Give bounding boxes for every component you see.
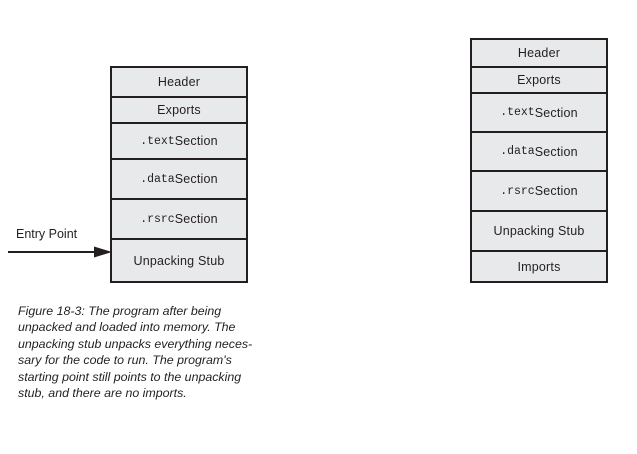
layout-row-label: Unpacking Stub <box>133 253 225 268</box>
figure-caption-18-3: Figure 18-3: The program after being unp… <box>18 303 308 401</box>
layout-row-header[interactable]: Header <box>472 40 606 68</box>
layout-row-label-suffix: Section <box>174 134 218 148</box>
layout-row-exports[interactable]: Exports <box>472 68 606 94</box>
layout-row-label-mono: .text <box>140 134 175 148</box>
layout-row-text-section[interactable]: .text Section <box>472 94 606 133</box>
layout-row-label-mono: .rsrc <box>140 212 175 226</box>
layout-row-label: Exports <box>517 73 561 87</box>
layout-row-label-suffix: Section <box>174 212 218 226</box>
right-arrow-icon <box>8 246 112 257</box>
layout-row-label: Header <box>517 46 561 60</box>
layout-row-imports[interactable]: Imports <box>472 252 606 281</box>
layout-row-data-section[interactable]: .data Section <box>472 133 606 172</box>
layout-row-unpacking-stub[interactable]: Unpacking Stub <box>472 212 606 252</box>
caption-line: sary for the code to run. The program's <box>18 353 232 368</box>
layout-row-label-suffix: Section <box>534 144 578 159</box>
figure-18-4: Entry Point Header Exports .text Section… <box>340 0 637 454</box>
layout-row-label: Header <box>157 75 201 89</box>
caption-line: Figure 18-3: The program after being <box>18 304 222 318</box>
layout-row-label-suffix: Section <box>174 172 218 186</box>
layout-row-text-section[interactable]: .text Section <box>112 124 246 160</box>
layout-row-label-suffix: Section <box>534 184 578 198</box>
caption-line: stub, and there are no imports. <box>18 386 187 401</box>
entry-point-label: Entry Point <box>16 227 78 241</box>
layout-row-label: Unpacking Stub <box>493 224 585 238</box>
figure-18-3: Entry Point Header Exports .text Section… <box>8 66 308 401</box>
layout-row-label-mono: .rsrc <box>500 184 535 198</box>
entry-point-annotation-left: Entry Point <box>8 228 114 264</box>
layout-row-exports[interactable]: Exports <box>112 98 246 124</box>
layout-row-data-section[interactable]: .data Section <box>112 160 246 200</box>
layout-row-label-mono: .text <box>500 106 535 119</box>
layout-row-label: Imports <box>517 259 561 274</box>
layout-row-label-mono: .data <box>140 172 175 186</box>
layout-row-label-mono: .data <box>500 145 535 158</box>
memory-layout-table-right: Header Exports .text Section .data Secti… <box>470 38 608 283</box>
memory-layout-table-left: Header Exports .text Section .data Secti… <box>110 66 248 283</box>
layout-row-rsrc-section[interactable]: .rsrc Section <box>112 200 246 240</box>
caption-line: unpacking stub unpacks everything neces- <box>18 336 253 351</box>
layout-row-unpacking-stub[interactable]: Unpacking Stub <box>112 240 246 281</box>
layout-row-label-suffix: Section <box>534 105 578 120</box>
layout-row-header[interactable]: Header <box>112 68 246 98</box>
caption-line: starting point still points to the unpac… <box>18 369 242 384</box>
caption-line: unpacked and loaded into memory. The <box>18 320 236 335</box>
layout-row-label: Exports <box>157 103 201 117</box>
layout-row-rsrc-section[interactable]: .rsrc Section <box>472 172 606 212</box>
